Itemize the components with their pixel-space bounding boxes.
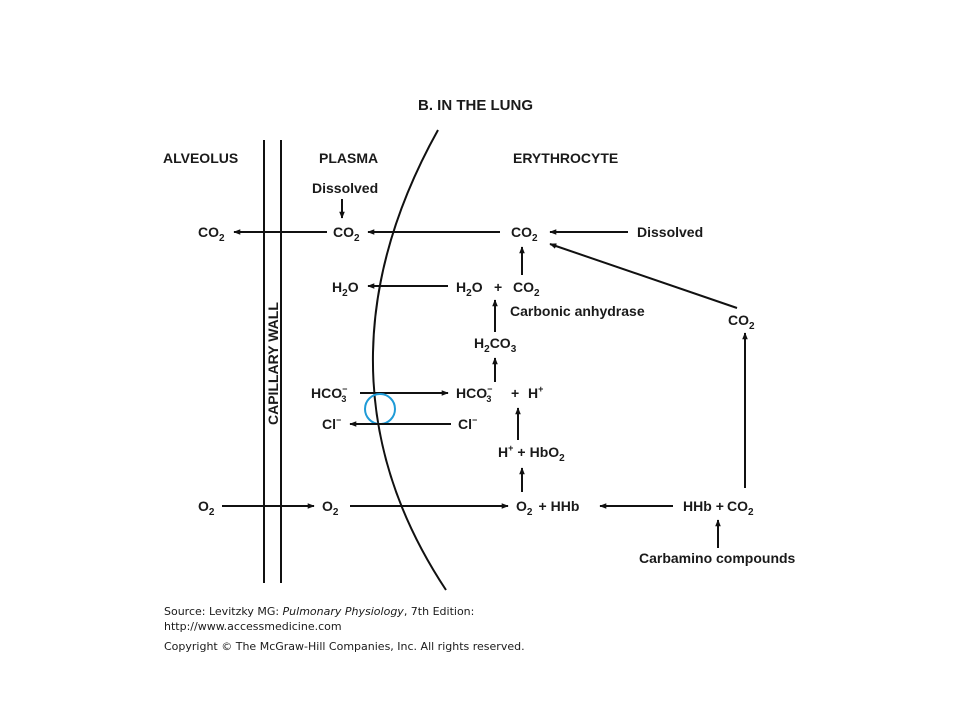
chloride-bicarbonate-exchanger bbox=[364, 393, 396, 425]
source-line-2: http://www.accessmedicine.com bbox=[164, 620, 342, 633]
capillary-wall-label: CAPILLARY WALL bbox=[265, 302, 281, 425]
plasma-hco3: HCO−3 bbox=[311, 384, 347, 404]
rbc-h2co3: H2CO3 bbox=[474, 335, 517, 355]
rbc-hco3: HCO−3 bbox=[456, 384, 492, 404]
copyright-line: Copyright © The McGraw-Hill Companies, I… bbox=[164, 640, 525, 653]
rbc-o2-plus-hhb: O2+HHb bbox=[516, 498, 579, 518]
plasma-dissolved-label: Dissolved bbox=[312, 180, 378, 196]
rbc-h2o: H2O bbox=[456, 279, 483, 299]
diagram-title: B. IN THE LUNG bbox=[418, 97, 533, 114]
rbc-h-ion: H+ bbox=[528, 384, 543, 401]
plus-hco3-h: + bbox=[511, 385, 519, 401]
erythrocyte-membrane bbox=[371, 129, 447, 591]
plus-h2o-co2: + bbox=[494, 279, 502, 295]
plasma-h2o: H2O bbox=[332, 279, 359, 299]
header-erythrocyte: ERYTHROCYTE bbox=[513, 150, 618, 166]
co2-right-to-rbc-co2-arrow bbox=[549, 243, 738, 309]
header-plasma: PLASMA bbox=[319, 150, 378, 166]
rbc-dissolved-label: Dissolved bbox=[637, 224, 703, 240]
rbc-h-plus-hbo2: H++HbO2 bbox=[498, 443, 565, 464]
alveolus-o2: O2 bbox=[198, 498, 215, 518]
rbc-cl: Cl− bbox=[458, 415, 477, 432]
carbonic-anhydrase-label: Carbonic anhydrase bbox=[510, 303, 645, 319]
plasma-co2: CO2 bbox=[333, 224, 360, 244]
source-line-1: Source: Levitzky MG: Pulmonary Physiolog… bbox=[164, 605, 474, 618]
alveolus-co2: CO2 bbox=[198, 224, 225, 244]
plasma-cl: Cl− bbox=[322, 415, 341, 432]
rbc-co2: CO2 bbox=[511, 224, 538, 244]
carbamino-compounds-label: Carbamino compounds bbox=[639, 550, 796, 566]
rbc-hhb-plus-co2: HHb+CO2 bbox=[683, 498, 754, 518]
plasma-o2: O2 bbox=[322, 498, 339, 518]
rbc-co2-reaction: CO2 bbox=[513, 279, 540, 299]
header-alveolus: ALVEOLUS bbox=[163, 150, 238, 166]
rbc-co2-right: CO2 bbox=[728, 312, 755, 332]
